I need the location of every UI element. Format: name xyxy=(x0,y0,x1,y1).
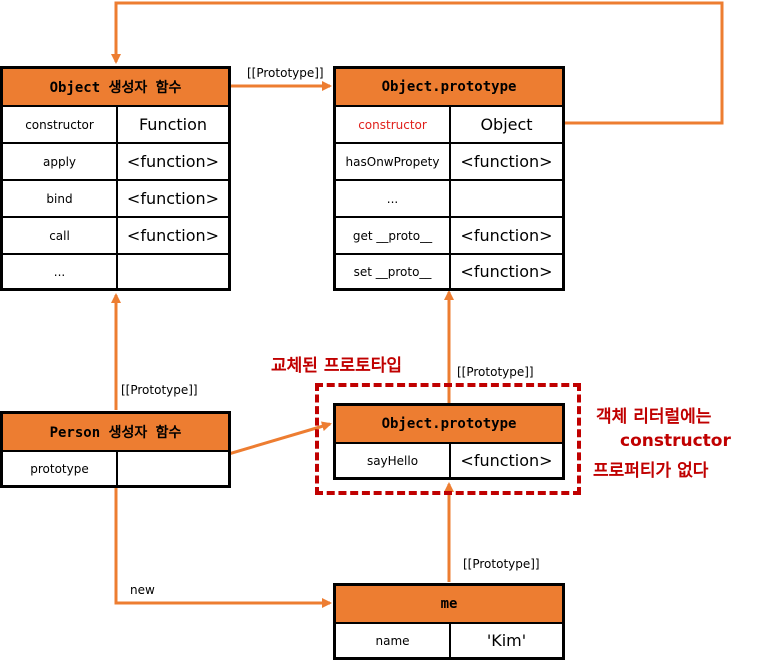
box-row: constructor Object xyxy=(336,107,562,144)
literal-note-line-1: 객체 리터럴에는 xyxy=(596,407,712,427)
literal-note-line-2: constructor xyxy=(620,431,731,451)
prototype-link-label: [[Prototype]] xyxy=(121,383,198,397)
row-key: set __proto__ xyxy=(336,255,451,288)
new-arrow xyxy=(114,487,332,608)
person-constructor-box: Person 생성자 함수 prototype xyxy=(0,411,231,488)
object-prototype-box: Object.prototype constructor Object hasO… xyxy=(333,66,565,291)
box-title: Person 생성자 함수 xyxy=(3,414,228,452)
box-row: ... xyxy=(336,181,562,218)
new-label: new xyxy=(130,583,155,597)
row-value: <function> xyxy=(460,262,553,281)
replaced-prototype-box: Object.prototype sayHello <function> xyxy=(333,403,565,480)
row-value: Object xyxy=(480,115,533,134)
box-title: Object 생성자 함수 xyxy=(3,69,228,107)
object-constructor-box: Object 생성자 함수 constructor Function apply… xyxy=(0,66,231,291)
prototype-link-label: [[Prototype]] xyxy=(247,66,324,80)
row-value: <function> xyxy=(460,451,553,470)
row-key: ... xyxy=(3,255,118,288)
me-instance-box: me name 'Kim' xyxy=(333,583,565,660)
box-title: Object.prototype xyxy=(336,406,562,444)
box-row: bind <function> xyxy=(3,181,228,218)
box-row: sayHello <function> xyxy=(336,444,562,477)
box-row: constructor Function xyxy=(3,107,228,144)
row-key: hasOnwPropety xyxy=(336,144,451,179)
row-value xyxy=(118,452,228,485)
row-key: sayHello xyxy=(336,444,451,477)
row-value: <function> xyxy=(460,226,553,245)
row-key: constructor xyxy=(336,107,451,142)
row-key: ... xyxy=(336,181,451,216)
box-row: hasOnwPropety <function> xyxy=(336,144,562,181)
row-value xyxy=(118,255,228,288)
replaced-prototype-highlight xyxy=(315,383,581,495)
row-key: constructor xyxy=(3,107,118,142)
row-value: <function> xyxy=(126,226,220,245)
row-key: name xyxy=(336,624,451,657)
box-row: ... xyxy=(3,255,228,288)
box-title: me xyxy=(336,586,562,624)
box-row: name 'Kim' xyxy=(336,624,562,657)
row-value: <function> xyxy=(126,152,220,171)
constructor-link-arrow xyxy=(111,1,724,125)
row-key: bind xyxy=(3,181,118,216)
prototype-link-label: [[Prototype]] xyxy=(457,365,534,379)
row-value: <function> xyxy=(460,152,553,171)
box-row: prototype xyxy=(3,452,228,485)
box-title: Object.prototype xyxy=(336,69,562,107)
replaced-prototype-note: 교체된 프로토타입 xyxy=(271,356,403,376)
row-value: Function xyxy=(138,115,208,134)
row-key: call xyxy=(3,218,118,253)
row-value: 'Kim' xyxy=(486,631,527,650)
row-value xyxy=(451,181,562,216)
literal-note-line-3: 프로퍼티가 없다 xyxy=(593,461,709,481)
prototype-link-label: [[Prototype]] xyxy=(463,557,540,571)
box-row: call <function> xyxy=(3,218,228,255)
row-key: get __proto__ xyxy=(336,218,451,253)
row-key: apply xyxy=(3,144,118,179)
box-row: set __proto__ <function> xyxy=(336,255,562,288)
box-row: apply <function> xyxy=(3,144,228,181)
box-row: get __proto__ <function> xyxy=(336,218,562,255)
row-key: prototype xyxy=(3,452,118,485)
row-value: <function> xyxy=(126,189,220,208)
